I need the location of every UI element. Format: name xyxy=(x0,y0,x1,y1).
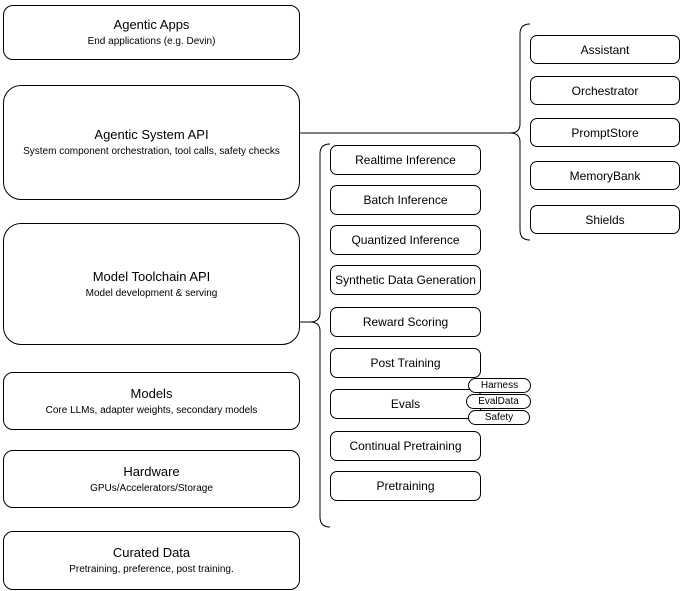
node-agentic-apps-subtitle: End applications (e.g. Devin) xyxy=(87,36,216,47)
tag-evaldata-label: EvalData xyxy=(478,396,519,407)
node-hardware: Hardware GPUs/Accelerators/Storage xyxy=(3,450,300,508)
node-agentic-system-api: Agentic System API System component orch… xyxy=(3,85,300,200)
node-memorybank-label: MemoryBank xyxy=(569,168,641,183)
tag-harness-label: Harness xyxy=(480,380,519,391)
node-curated-data-title: Curated Data xyxy=(112,545,191,560)
system-components-brace xyxy=(509,23,531,241)
tag-evaldata: EvalData xyxy=(466,394,531,409)
tag-harness: Harness xyxy=(468,378,531,393)
node-model-toolchain-api-title: Model Toolchain API xyxy=(92,268,211,284)
node-assistant-label: Assistant xyxy=(580,42,630,57)
tag-safety-label: Safety xyxy=(484,412,514,423)
node-realtime-inference-label: Realtime Inference xyxy=(355,153,456,167)
node-models-subtitle: Core LLMs, adapter weights, secondary mo… xyxy=(45,404,258,416)
node-shields-label: Shields xyxy=(585,212,625,227)
node-models: Models Core LLMs, adapter weights, secon… xyxy=(3,372,300,430)
node-pretraining-label: Pretraining xyxy=(376,479,435,493)
node-pretraining: Pretraining xyxy=(330,471,481,501)
node-promptstore-label: PromptStore xyxy=(571,125,639,140)
node-assistant: Assistant xyxy=(530,35,680,64)
node-continual-pretraining-label: Continual Pretraining xyxy=(349,439,462,453)
node-synthetic-data-generation-label: Synthetic Data Generation xyxy=(335,273,476,287)
toolchain-brace xyxy=(309,143,331,528)
node-curated-data: Curated Data Pretraining, preference, po… xyxy=(3,531,300,590)
node-orchestrator-label: Orchestrator xyxy=(571,83,639,98)
node-curated-data-subtitle: Pretraining, preference, post training. xyxy=(69,564,234,575)
node-batch-inference: Batch Inference xyxy=(330,185,481,215)
node-reward-scoring: Reward Scoring xyxy=(330,307,481,337)
node-hardware-subtitle: GPUs/Accelerators/Storage xyxy=(90,482,213,494)
node-realtime-inference: Realtime Inference xyxy=(330,145,481,175)
node-synthetic-data-generation: Synthetic Data Generation xyxy=(330,265,481,295)
node-post-training: Post Training xyxy=(330,348,481,378)
tag-safety: Safety xyxy=(468,410,530,425)
node-orchestrator: Orchestrator xyxy=(530,76,680,105)
node-agentic-apps: Agentic Apps End applications (e.g. Devi… xyxy=(3,5,300,60)
node-quantized-inference-label: Quantized Inference xyxy=(351,233,460,247)
node-promptstore: PromptStore xyxy=(530,118,680,147)
node-evals-label: Evals xyxy=(390,397,421,411)
node-continual-pretraining: Continual Pretraining xyxy=(330,431,481,461)
node-batch-inference-label: Batch Inference xyxy=(363,193,448,207)
node-model-toolchain-api-subtitle: Model development & serving xyxy=(85,287,218,299)
node-agentic-system-api-title: Agentic System API xyxy=(94,127,209,142)
node-shields: Shields xyxy=(530,205,680,234)
node-agentic-apps-title: Agentic Apps xyxy=(113,17,190,32)
node-models-title: Models xyxy=(130,385,173,401)
node-agentic-system-api-subtitle: System component orchestration, tool cal… xyxy=(23,146,280,157)
node-memorybank: MemoryBank xyxy=(530,161,680,190)
node-hardware-title: Hardware xyxy=(123,463,180,479)
node-post-training-label: Post Training xyxy=(370,356,441,370)
node-evals: Evals xyxy=(330,389,481,419)
node-model-toolchain-api: Model Toolchain API Model development & … xyxy=(3,223,300,345)
node-quantized-inference: Quantized Inference xyxy=(330,225,481,255)
node-reward-scoring-label: Reward Scoring xyxy=(362,315,449,329)
